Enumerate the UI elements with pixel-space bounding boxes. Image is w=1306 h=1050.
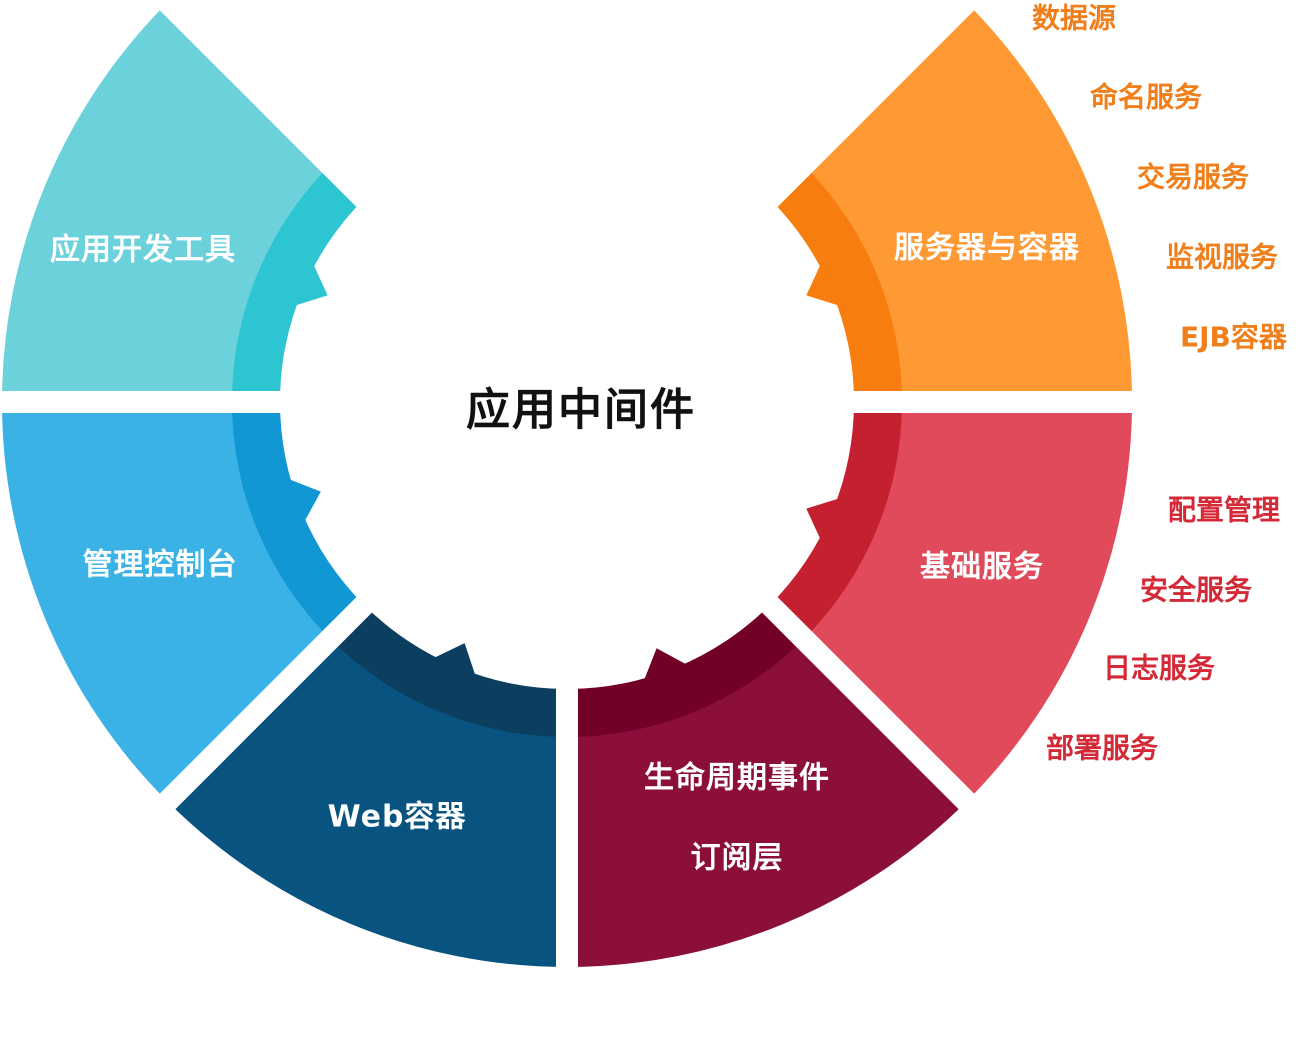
segment-server-and-container-notch — [806, 260, 844, 307]
server-container-item-list: 数据源 命名服务 交易服务 监视服务 EJB容器 — [1032, 2, 1288, 354]
segment-web-container-inner-band — [330, 604, 567, 737]
segment-separator — [134, 394, 575, 835]
list-item-ejb-container: EJB容器 — [1180, 321, 1288, 354]
label-basic-services: 基础服务 — [920, 550, 1044, 585]
label-server-and-container: 服务器与容器 — [894, 231, 1080, 266]
segment-app-dev-tools-inner-band — [232, 165, 365, 402]
segment-separators — [0, 0, 1167, 1002]
label-web-container: Web容器 — [328, 800, 467, 835]
label-app-dev-tools: 应用开发工具 — [50, 233, 236, 268]
basic-service-item-list: 配置管理 安全服务 日志服务 部署服务 — [1046, 494, 1280, 765]
segment-basic-services-inner-band — [769, 402, 902, 639]
segment-management-console-inner-band — [232, 402, 365, 639]
segment-server-and-container — [769, 2, 1132, 402]
center-label: 应用中间件 — [466, 385, 696, 436]
segment-lifecycle-event-subscription-inner-band — [567, 604, 804, 737]
segment-app-dev-tools-body — [2, 2, 331, 402]
segment-lifecycle-event-subscription-body — [567, 638, 967, 967]
list-item-config-management: 配置管理 — [1168, 494, 1280, 527]
segment-web-container — [167, 604, 567, 967]
segment-web-container-body — [167, 638, 567, 967]
list-item-monitoring-service: 监视服务 — [1166, 241, 1278, 274]
segment-web-container-notch — [429, 643, 477, 680]
segment-separator — [559, 394, 1000, 835]
segment-app-dev-tools-notch — [290, 260, 328, 307]
label-lifecycle-event-line-1: 生命周期事件 — [644, 761, 830, 796]
list-item-transaction-service: 交易服务 — [1137, 161, 1249, 194]
segment-separator — [559, 0, 985, 410]
label-lifecycle-event-line-2: 订阅层 — [691, 841, 784, 876]
segment-management-console-notch — [284, 477, 321, 526]
list-item-deployment-service: 部署服务 — [1046, 732, 1158, 765]
list-item-naming-service: 命名服务 — [1090, 81, 1202, 114]
label-management-console: 管理控制台 — [83, 548, 238, 583]
segment-server-and-container-body — [803, 2, 1132, 402]
segment-lifecycle-event-subscription-notch — [642, 648, 691, 685]
segment-server-and-container-inner-band — [769, 165, 902, 402]
segment-basic-services-body — [803, 402, 1132, 802]
segment-lifecycle-event-subscription — [567, 604, 967, 967]
segment-management-console — [2, 402, 365, 802]
list-item-logging-service: 日志服务 — [1103, 652, 1215, 685]
segment-separator — [149, 0, 575, 410]
segment-basic-services-notch — [806, 497, 844, 544]
segment-management-console-body — [2, 402, 331, 802]
segment-basic-services — [769, 402, 1132, 802]
list-item-data-source: 数据源 — [1032, 2, 1116, 35]
list-item-security-service: 安全服务 — [1140, 574, 1252, 607]
segment-app-dev-tools — [2, 2, 365, 402]
